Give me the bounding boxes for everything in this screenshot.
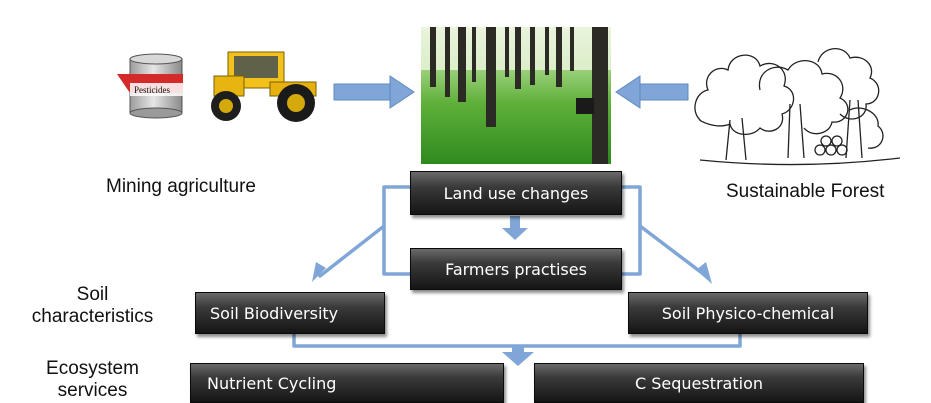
nutrient-cycling-text: Nutrient Cycling — [207, 373, 337, 393]
soil-biodiversity-box: Soil Biodiversity — [195, 292, 385, 334]
farmers-practises-box: Farmers practises — [410, 248, 622, 290]
tractor-icon — [211, 51, 317, 122]
log-pile-icon — [814, 135, 848, 156]
pesticide-can-icon — [117, 53, 183, 119]
c-sequestration-box: C Sequestration — [534, 363, 864, 403]
sketch-forest-icon — [694, 48, 901, 166]
eco-label-line1: Ecosystem — [46, 358, 139, 379]
soil-characteristics-label: Soil characteristics — [10, 284, 175, 328]
c-sequestration-text: C Sequestration — [634, 373, 764, 393]
soil-label-line1: Soil — [76, 284, 109, 305]
pesticide-can-label: Pesticides — [134, 85, 170, 95]
arrow-to-soil-physico — [696, 262, 712, 284]
arrow-to-soil-biodiversity — [312, 262, 326, 282]
soil-biodiversity-text: Soil Biodiversity — [210, 303, 339, 323]
nutrient-cycling-box: Nutrient Cycling — [190, 363, 504, 403]
arrow-to-ecosystem — [502, 346, 534, 366]
mining-agriculture-label: Mining agriculture — [106, 176, 256, 197]
farmers-practises-text: Farmers practises — [445, 259, 587, 279]
soil-physico-chemical-text: Soil Physico-chemical — [661, 303, 835, 323]
ecosystem-services-label: Ecosystem services — [10, 358, 175, 402]
soil-label-line2: characteristics — [31, 306, 154, 327]
eco-label-line2: services — [57, 380, 128, 401]
arrow-agriculture-to-landuse — [333, 75, 415, 109]
land-use-changes-text: Land use changes — [443, 183, 589, 203]
arrow-landuse-to-farmers — [502, 216, 528, 240]
sustainable-forest-label: Sustainable Forest — [726, 181, 885, 202]
land-use-changes-box: Land use changes — [410, 171, 622, 215]
soil-physico-chemical-box: Soil Physico-chemical — [628, 292, 868, 334]
arrow-forest-to-landuse — [615, 75, 689, 109]
forest-photo — [421, 27, 611, 164]
